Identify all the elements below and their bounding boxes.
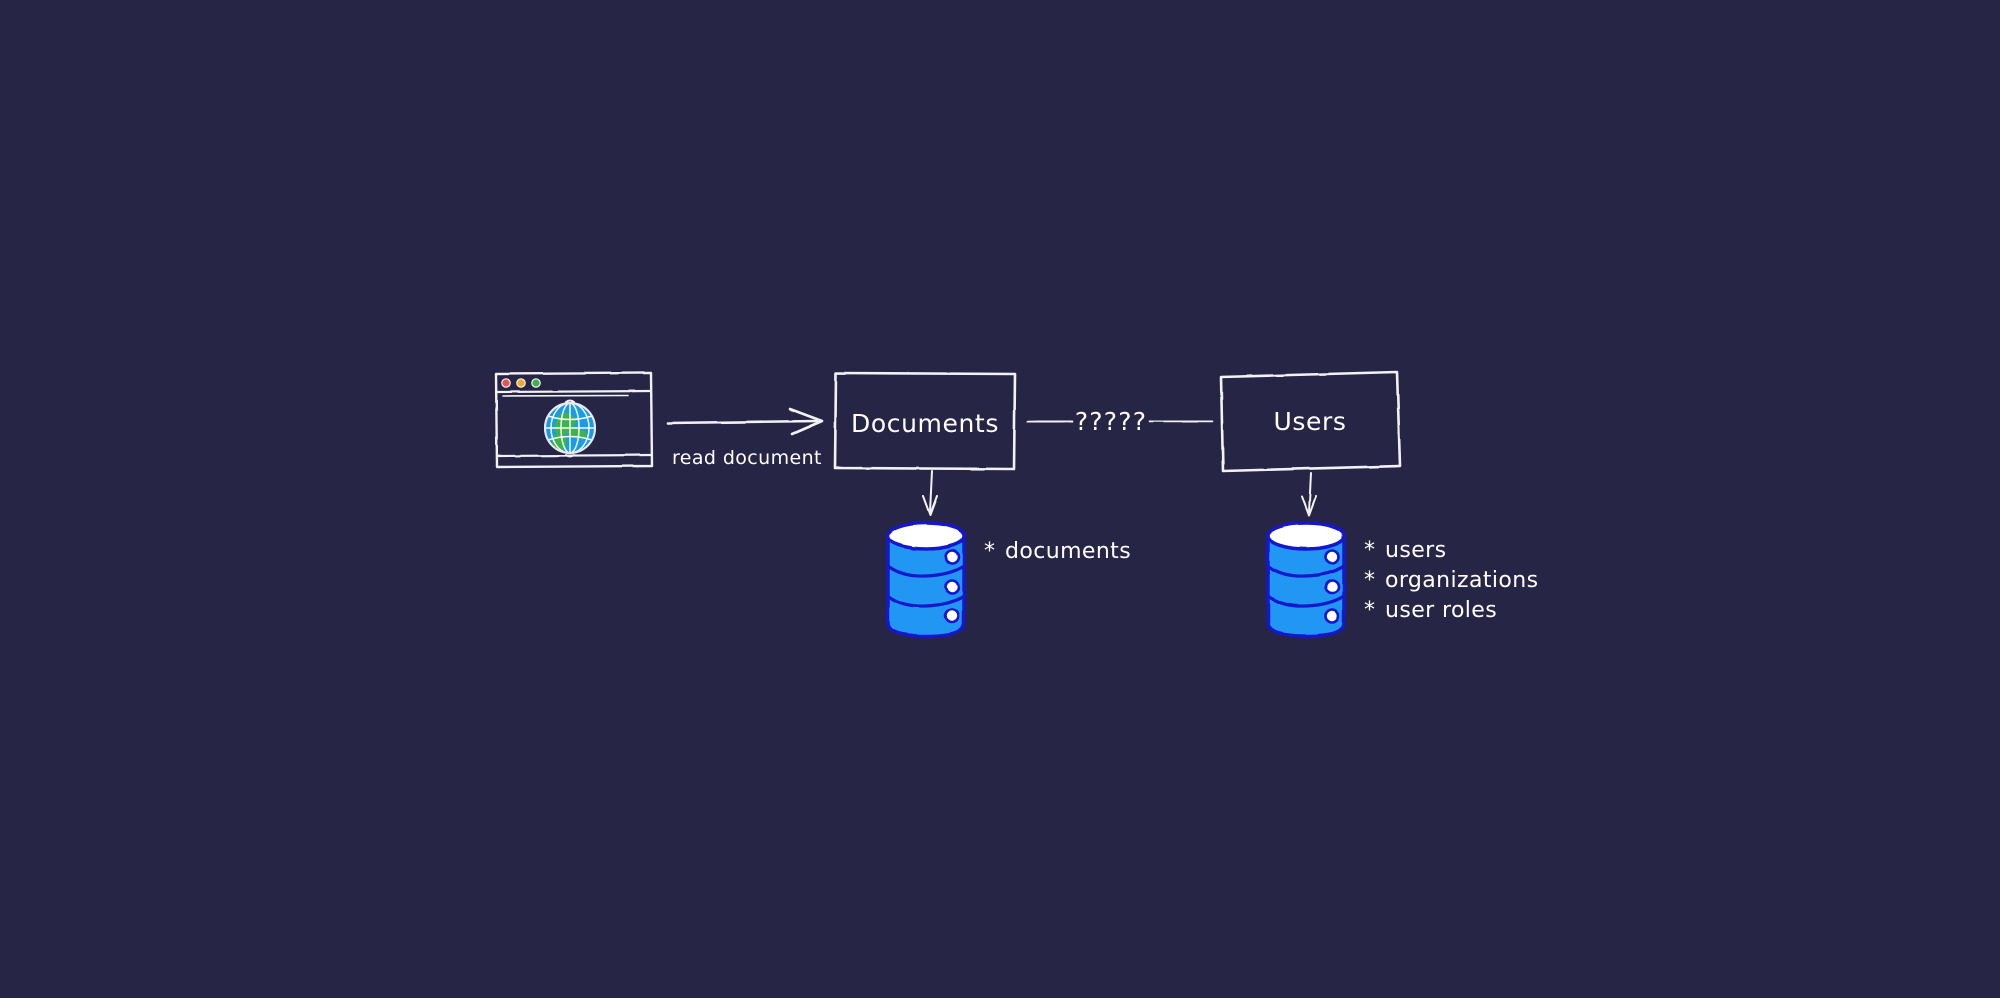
browser-frame xyxy=(494,371,654,469)
edge-documents-to-db xyxy=(922,470,938,516)
db-top xyxy=(886,521,966,551)
documents-box-border xyxy=(833,371,1017,471)
users-db-item-list: * users * organizations * user roles xyxy=(1364,538,1538,623)
browser-titlebar-divider xyxy=(495,389,653,394)
arrow-shaft xyxy=(666,419,820,425)
list-item-label: users xyxy=(1385,538,1446,563)
db-divider-3 xyxy=(1267,564,1345,578)
globe-icon xyxy=(544,399,596,458)
list-item-label: organizations xyxy=(1385,568,1538,593)
list-item-label: user roles xyxy=(1385,598,1497,623)
list-item-bullet: * xyxy=(1364,538,1375,563)
down-arrow-head xyxy=(922,495,938,516)
db-status-dot-4 xyxy=(1324,549,1340,565)
db-status-dot-2 xyxy=(944,579,960,595)
down-arrow-shaft-2 xyxy=(1308,472,1312,513)
db-divider-1 xyxy=(887,564,965,578)
list-item-bullet: * xyxy=(984,539,995,564)
db-status-dot-3 xyxy=(944,608,960,624)
node-label-users: Users xyxy=(1273,407,1346,436)
users-database[interactable] xyxy=(1266,521,1346,638)
arrow-head xyxy=(788,407,824,436)
list-item-bullet: * xyxy=(1364,568,1375,593)
maximize-dot-icon[interactable] xyxy=(531,378,541,388)
list-item-label: documents xyxy=(1005,539,1131,564)
users-box-border xyxy=(1219,370,1402,473)
db-body xyxy=(886,534,966,638)
edge-documents-to-users xyxy=(1026,419,1214,424)
down-arrow-head-2 xyxy=(1301,495,1317,516)
db-status-dot-1 xyxy=(944,549,960,565)
node-documents[interactable] xyxy=(833,371,1017,471)
node-label-documents: Documents xyxy=(851,409,999,438)
edge-label-unknown-relation: ????? xyxy=(1075,407,1147,436)
link-segment-left xyxy=(1026,419,1074,424)
documents-database[interactable] xyxy=(886,521,966,638)
db-top-2 xyxy=(1266,521,1346,551)
minimize-dot-icon[interactable] xyxy=(516,378,526,388)
node-users[interactable] xyxy=(1219,370,1402,473)
db-body-2 xyxy=(1266,534,1346,638)
edge-browser-to-documents xyxy=(666,407,824,436)
edge-users-to-db xyxy=(1301,472,1317,516)
documents-db-item-list: * documents xyxy=(984,539,1131,564)
down-arrow-shaft xyxy=(929,470,933,513)
db-status-dot-5 xyxy=(1324,579,1340,595)
db-divider-4 xyxy=(1267,594,1345,608)
list-item-bullet: * xyxy=(1364,598,1375,623)
close-dot-icon[interactable] xyxy=(501,378,511,388)
db-divider-2 xyxy=(887,594,965,608)
db-status-dot-6 xyxy=(1324,608,1340,624)
browser-traffic-lights[interactable] xyxy=(501,378,541,388)
browser-address-line xyxy=(502,394,629,397)
edge-label-read-document: read document xyxy=(672,447,822,469)
